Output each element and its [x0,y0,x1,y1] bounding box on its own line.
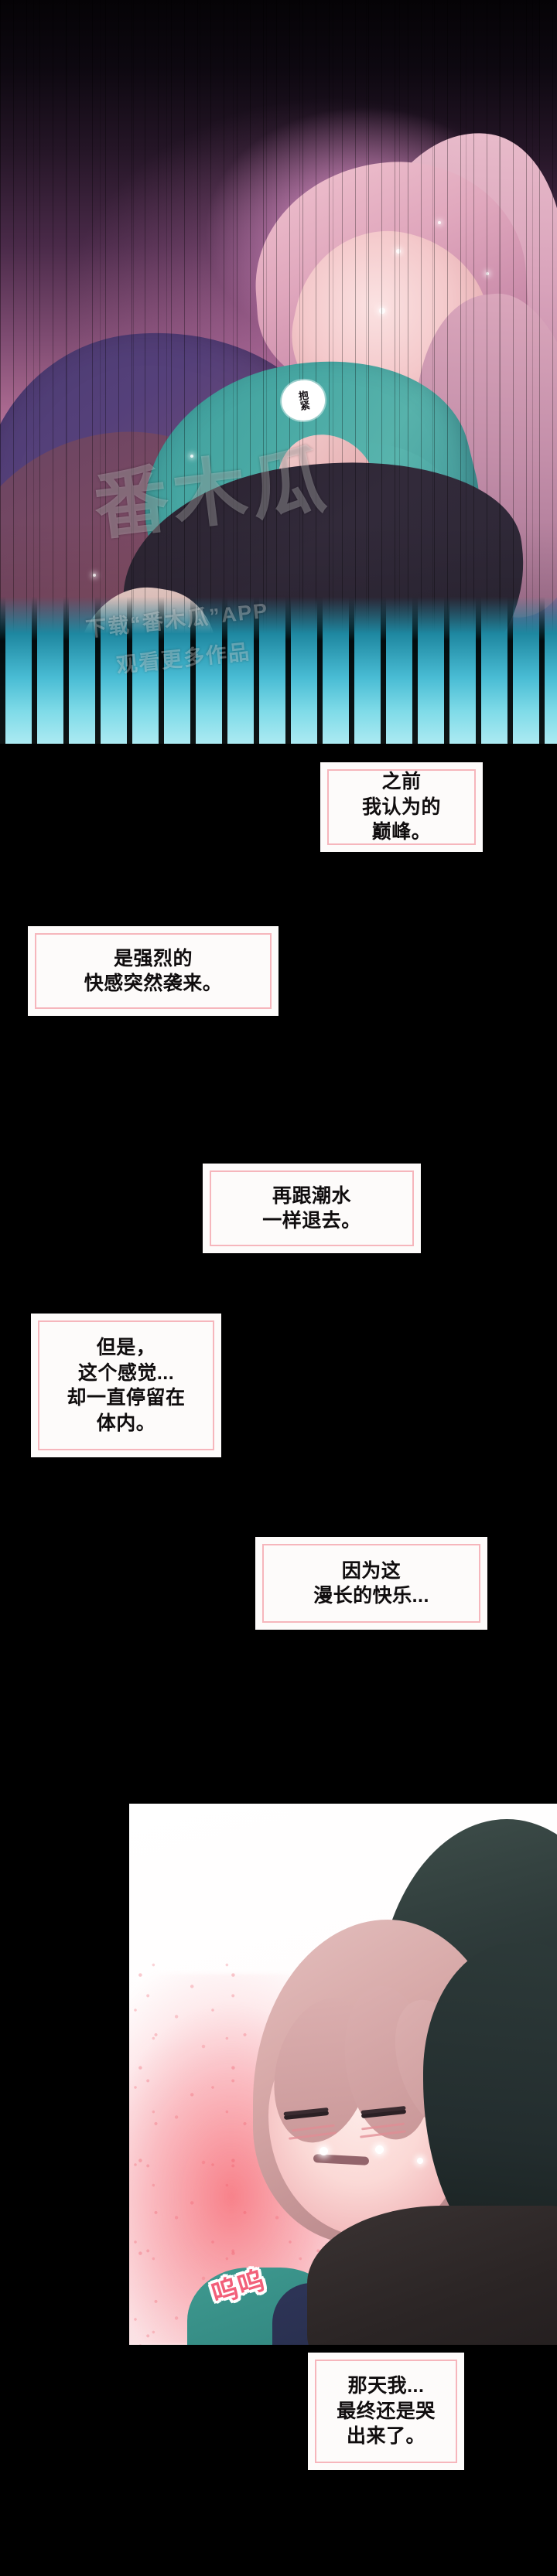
top-illustration-panel: 抱紧 番木瓜 下载“番木瓜”APP 观看更多作品 [0,0,557,744]
narration-text-3: 再跟潮水 一样退去。 [262,1184,361,1232]
narration-text-4: 但是， 这个感觉... 却一直停留在 体内。 [67,1337,186,1434]
narration-text-5: 因为这 漫长的快乐... [313,1559,429,1607]
narration-text-1: 之前 我认为的 巅峰。 [361,771,441,843]
tear-highlight [320,2147,328,2155]
narration-box-5: 因为这 漫长的快乐... [255,1537,487,1630]
narration-text-2: 是强烈的 快感突然袭来。 [84,947,223,995]
sparkle-icon [486,272,489,275]
narration-text-6: 那天我... 最终还是哭 出来了。 [337,2375,436,2448]
small-speech-bubble-text: 抱紧 [296,390,311,411]
partner-arm-dark [307,2206,557,2345]
narration-box-2: 是强烈的 快感突然袭来。 [28,926,278,1016]
sparkle-icon [396,249,401,254]
sparkle-icon [190,455,193,458]
sparkle-icon [93,574,96,577]
narration-box-3: 再跟潮水 一样退去。 [203,1164,421,1253]
bottom-illustration-panel: 呜呜 [129,1804,557,2345]
narration-box-4: 但是， 这个感觉... 却一直停留在 体内。 [31,1314,221,1457]
narration-box-1: 之前 我认为的 巅峰。 [320,762,483,852]
sparkle-icon [438,221,441,224]
tear-highlight [375,2145,384,2154]
narration-box-6: 那天我... 最终还是哭 出来了。 [308,2353,464,2470]
teal-band-stripes [0,597,557,744]
tear-highlight [417,2158,423,2164]
sparkle-icon [379,308,385,314]
